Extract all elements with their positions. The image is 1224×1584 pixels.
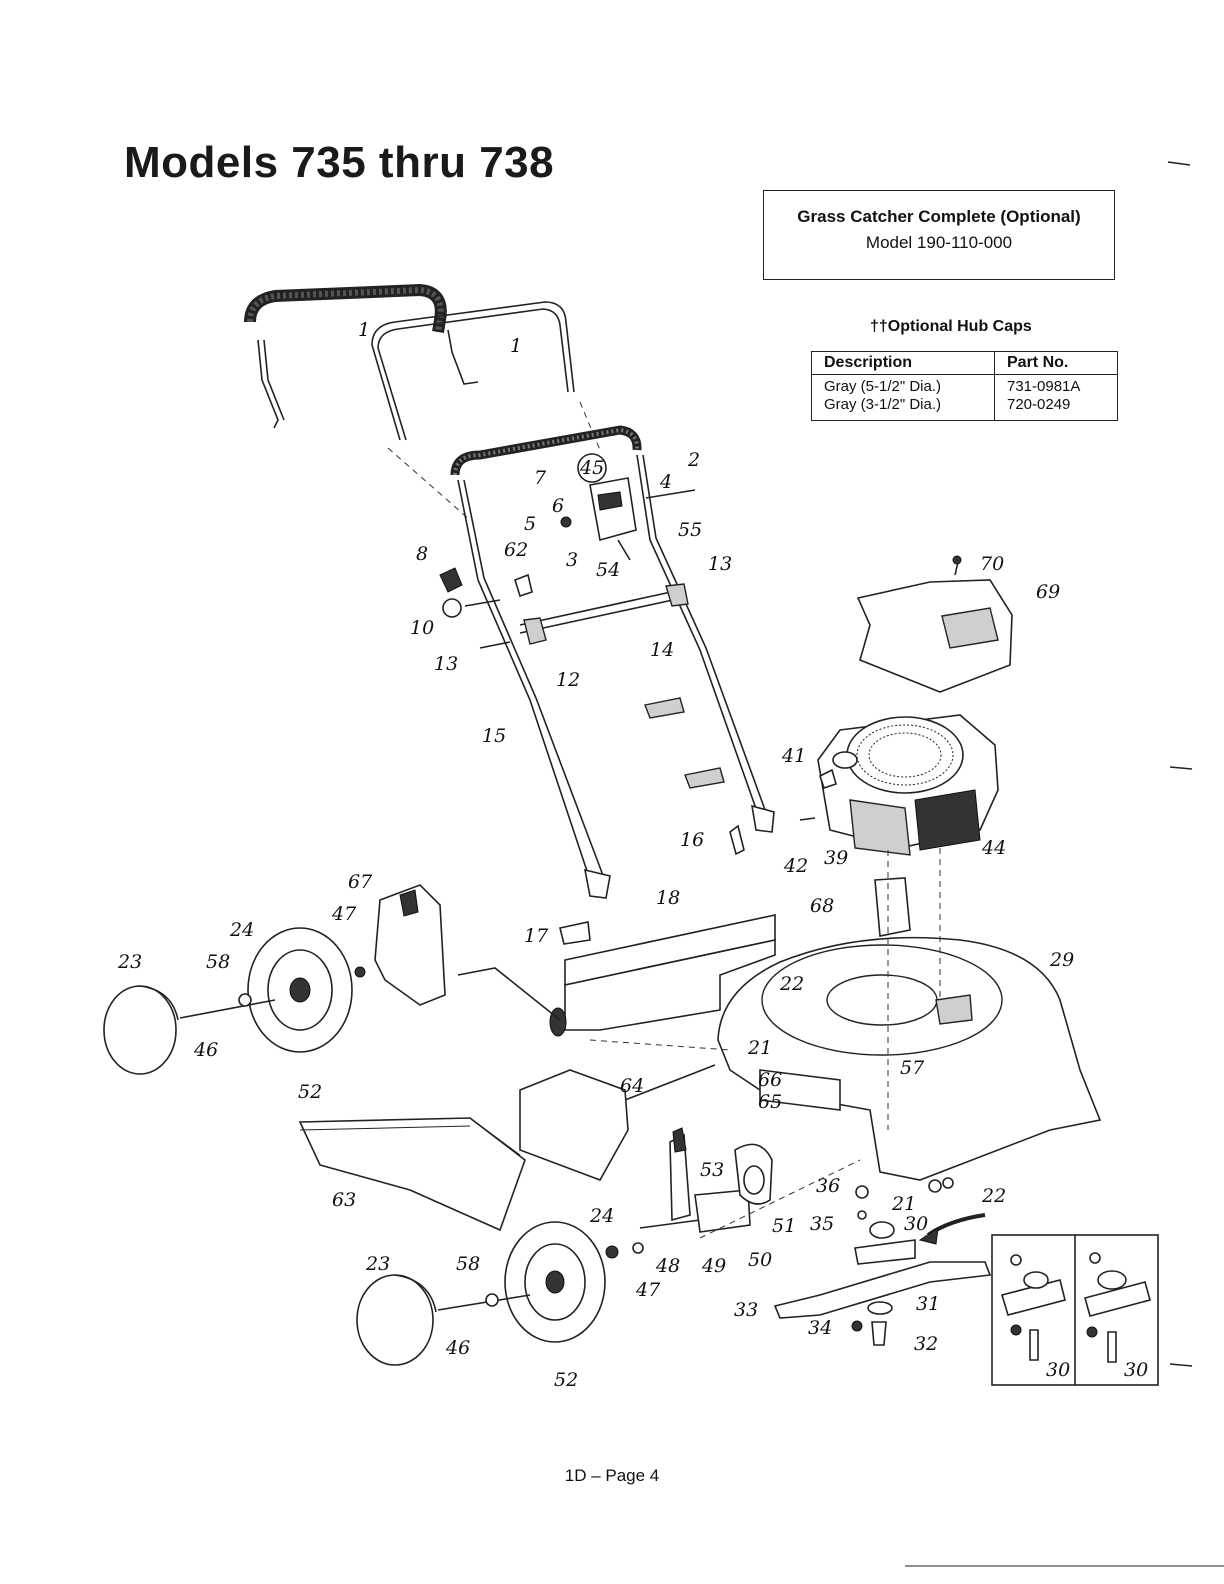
callout-label: 12 [556, 669, 580, 691]
callout-label: 53 [700, 1159, 724, 1181]
callout-label: 13 [434, 653, 458, 675]
callout-label: 8 [416, 543, 428, 565]
grass-catcher-box: Grass Catcher Complete (Optional) Model … [763, 190, 1115, 280]
callout-label: 45 [579, 457, 604, 479]
mower-deck [717, 848, 1102, 1181]
callout-label: 7 [534, 467, 547, 489]
engine [799, 714, 999, 856]
callout-label: 65 [758, 1091, 782, 1113]
upper-handle-grip [244, 283, 447, 429]
engine-cover [856, 555, 1013, 693]
callout-label: 21 [747, 1037, 772, 1059]
callout-label: 13 [708, 553, 732, 575]
blade-adapter-inset [991, 1234, 1159, 1386]
callout-label: 17 [524, 925, 549, 947]
callout-label: 5 [524, 513, 536, 535]
callout-label: 55 [678, 519, 702, 541]
callout-label: 67 [348, 871, 373, 893]
front-wheel-assembly [356, 1127, 861, 1366]
callout-label: 16 [680, 829, 704, 851]
callout-label: 22 [779, 973, 804, 995]
callout-label: 52 [298, 1081, 322, 1103]
hub-cap-part-no: 731-0981A [1007, 378, 1081, 395]
lower-handle [450, 425, 775, 899]
callout-label: 1 [510, 335, 522, 357]
callout-label: 35 [810, 1213, 834, 1235]
callout-label: 58 [456, 1253, 480, 1275]
callout-label: 69 [1036, 581, 1060, 603]
callout-label: 48 [655, 1255, 680, 1277]
hub-caps-title: ††Optional Hub Caps [870, 318, 1032, 335]
discharge-chute [519, 1064, 716, 1181]
callout-label: 62 [504, 539, 528, 561]
callout-label: 33 [734, 1299, 758, 1321]
callout-label: 10 [410, 617, 434, 639]
callout-label: 23 [117, 951, 142, 973]
hub-caps-descriptions: Gray (5-1/2" Dia.) Gray (3-1/2" Dia.) [811, 374, 995, 421]
hub-caps-part-numbers: 731-0981A 720-0249 [994, 374, 1118, 421]
grass-catcher-title: Grass Catcher Complete (Optional) [797, 207, 1081, 226]
callout-label: 51 [772, 1215, 796, 1237]
callout-label: 47 [331, 903, 357, 925]
callout-label: 66 [758, 1069, 782, 1091]
callout-label: 30 [1046, 1359, 1070, 1381]
callout-label: 29 [1049, 949, 1074, 971]
callout-label: 36 [816, 1175, 840, 1197]
handle-knobs [439, 567, 745, 856]
callout-label: 42 [783, 855, 808, 877]
callout-label: 47 [635, 1279, 661, 1301]
callout-label: 4 [659, 471, 672, 493]
callout-label: 21 [891, 1193, 916, 1215]
callout-label: 39 [824, 847, 848, 869]
callout-label: 70 [980, 553, 1004, 575]
callout-label: 46 [445, 1337, 470, 1359]
callout-label: 30 [1124, 1359, 1148, 1381]
callout-label: 49 [701, 1255, 726, 1277]
hub-cap-part-no: 720-0249 [1007, 396, 1071, 413]
margin-marks [905, 161, 1224, 1567]
callout-label: 63 [332, 1189, 356, 1211]
blade-assembly [773, 1177, 992, 1346]
page-title: Models 735 thru 738 [124, 138, 555, 187]
callout-label: 24 [589, 1205, 614, 1227]
callout-label: 64 [620, 1075, 644, 1097]
callout-label: 22 [981, 1185, 1006, 1207]
callout-label: 57 [900, 1057, 925, 1079]
callout-label: 6 [552, 495, 564, 517]
callout-label: 3 [566, 549, 578, 571]
grass-catcher-model: Model 190-110-000 [865, 233, 1013, 252]
callout-label: 58 [206, 951, 230, 973]
callout-label: 14 [650, 639, 674, 661]
callout-label: 31 [916, 1293, 940, 1315]
callout-label: 24 [229, 919, 254, 941]
callout-label: 23 [365, 1253, 390, 1275]
callout-label: 41 [781, 745, 806, 767]
callout-label: 44 [981, 837, 1006, 859]
callout-label: 15 [482, 725, 506, 747]
rear-wheel-assembly [103, 884, 446, 1075]
callout-label: 2 [687, 449, 700, 471]
rear-axle-bracket [457, 914, 776, 1051]
callout-label: 1 [358, 319, 370, 341]
callout-labels: 1 1 2 3 4 5 6 7 8 10 12 13 13 14 15 16 1… [117, 319, 1148, 1391]
callout-label: 54 [596, 559, 620, 581]
callout-label: 46 [193, 1039, 218, 1061]
hub-caps-row: Gray (5-1/2" Dia.) Gray (3-1/2" Dia.) 73… [811, 374, 1118, 421]
hub-caps-table: Description Part No. Gray (5-1/2" Dia.) … [811, 351, 1118, 421]
page-footer: 1D – Page 4 [564, 1466, 660, 1485]
hub-cap-description: Gray (5-1/2" Dia.) [824, 378, 942, 395]
callout-label: 68 [810, 895, 834, 917]
callout-label: 32 [914, 1333, 938, 1355]
callout-label: 18 [656, 887, 680, 909]
callout-label: 52 [554, 1369, 578, 1391]
callout-label: 30 [904, 1213, 928, 1235]
upper-handle [371, 301, 601, 521]
callout-label: 34 [808, 1317, 832, 1339]
control-box [560, 453, 696, 561]
grass-bag [298, 1117, 526, 1232]
callout-label: 50 [748, 1249, 772, 1271]
hub-cap-description: Gray (3-1/2" Dia.) [824, 396, 942, 413]
